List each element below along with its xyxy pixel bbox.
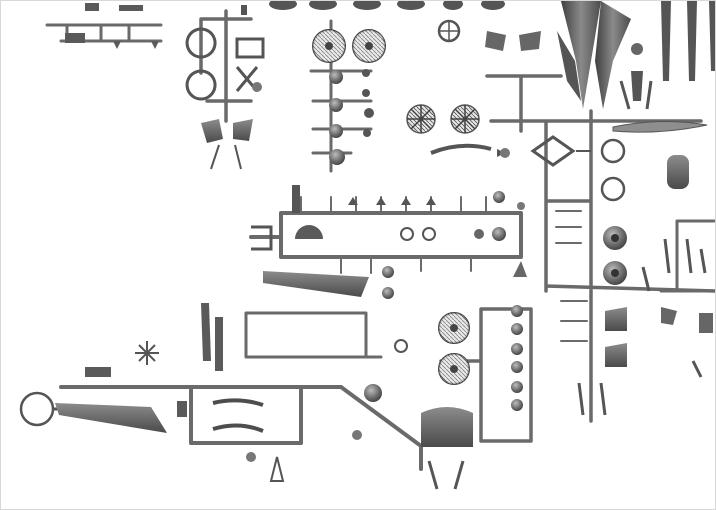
right-wheel-parts: [530, 135, 707, 292]
bottom-fan-parts: [421, 305, 523, 490]
top-left-parts: [65, 3, 159, 49]
right-lower-parts: [577, 307, 713, 416]
left-column-parts: [185, 5, 265, 170]
bottom-left-parts: [19, 303, 408, 482]
rotor-blades: [557, 1, 715, 133]
top-row-parts: [269, 1, 505, 43]
sprue-runners: [45, 9, 715, 471]
middle-frame-parts: [251, 185, 527, 299]
turbine-discs-top: [312, 29, 386, 165]
center-propeller-parts: [406, 31, 541, 158]
